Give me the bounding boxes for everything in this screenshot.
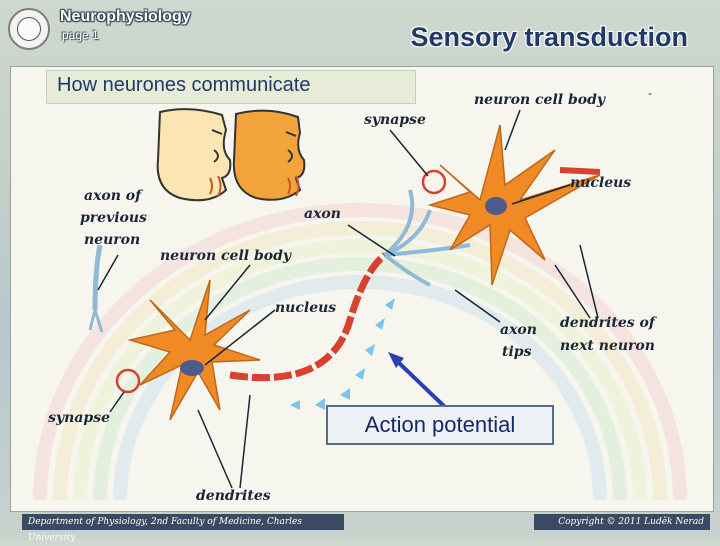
label-neuron: neuron xyxy=(84,232,141,248)
slide-title: Sensory transduction xyxy=(410,22,688,52)
slide-subtitle: How neurones communicate xyxy=(46,70,416,104)
axon-red xyxy=(229,252,388,382)
previous-axon xyxy=(92,244,103,311)
label-axon-tips-1: axon xyxy=(500,322,537,338)
label-synapse-left: synapse xyxy=(48,410,110,426)
label-dendrites-bottom: dendrites xyxy=(196,488,271,504)
label-axon-of: axon of xyxy=(84,188,142,204)
label-pointers xyxy=(97,109,599,489)
dash-mark: - xyxy=(648,86,652,100)
course-title: Neurophysiology xyxy=(60,8,191,25)
action-potential-arrow xyxy=(396,360,448,410)
label-axon-tips-2: tips xyxy=(502,344,532,360)
label-axon-mid: axon xyxy=(304,206,341,222)
label-previous: previous xyxy=(80,210,147,226)
face-orange-icon xyxy=(232,109,306,201)
upper-neuron xyxy=(421,124,601,286)
label-synapse-top: synapse xyxy=(364,112,426,128)
footer-department: Department of Physiology, 2nd Faculty of… xyxy=(22,514,344,543)
page-label: page 1 xyxy=(62,28,99,42)
label-nucleus-mid: nucleus xyxy=(275,300,337,316)
sound-waves-icon xyxy=(209,175,300,197)
footer-copyright: Copyright © 2011 Luděk Nerad xyxy=(534,514,710,530)
action-potential-chevrons xyxy=(290,298,395,410)
axon-tips xyxy=(383,189,471,287)
action-potential-label: Action potential xyxy=(326,405,554,445)
rainbow-background xyxy=(33,203,687,501)
label-next-neuron: next neuron xyxy=(560,338,655,354)
university-seal-icon xyxy=(8,8,50,50)
label-neuron-cell-body-top: neuron cell body xyxy=(474,92,606,108)
label-dendrites-of: dendrites of xyxy=(560,315,655,331)
face-light-icon xyxy=(156,108,232,202)
label-neuron-cell-body-mid: neuron cell body xyxy=(160,248,292,264)
lower-neuron xyxy=(115,279,261,421)
label-nucleus-right: nucleus xyxy=(570,175,632,191)
